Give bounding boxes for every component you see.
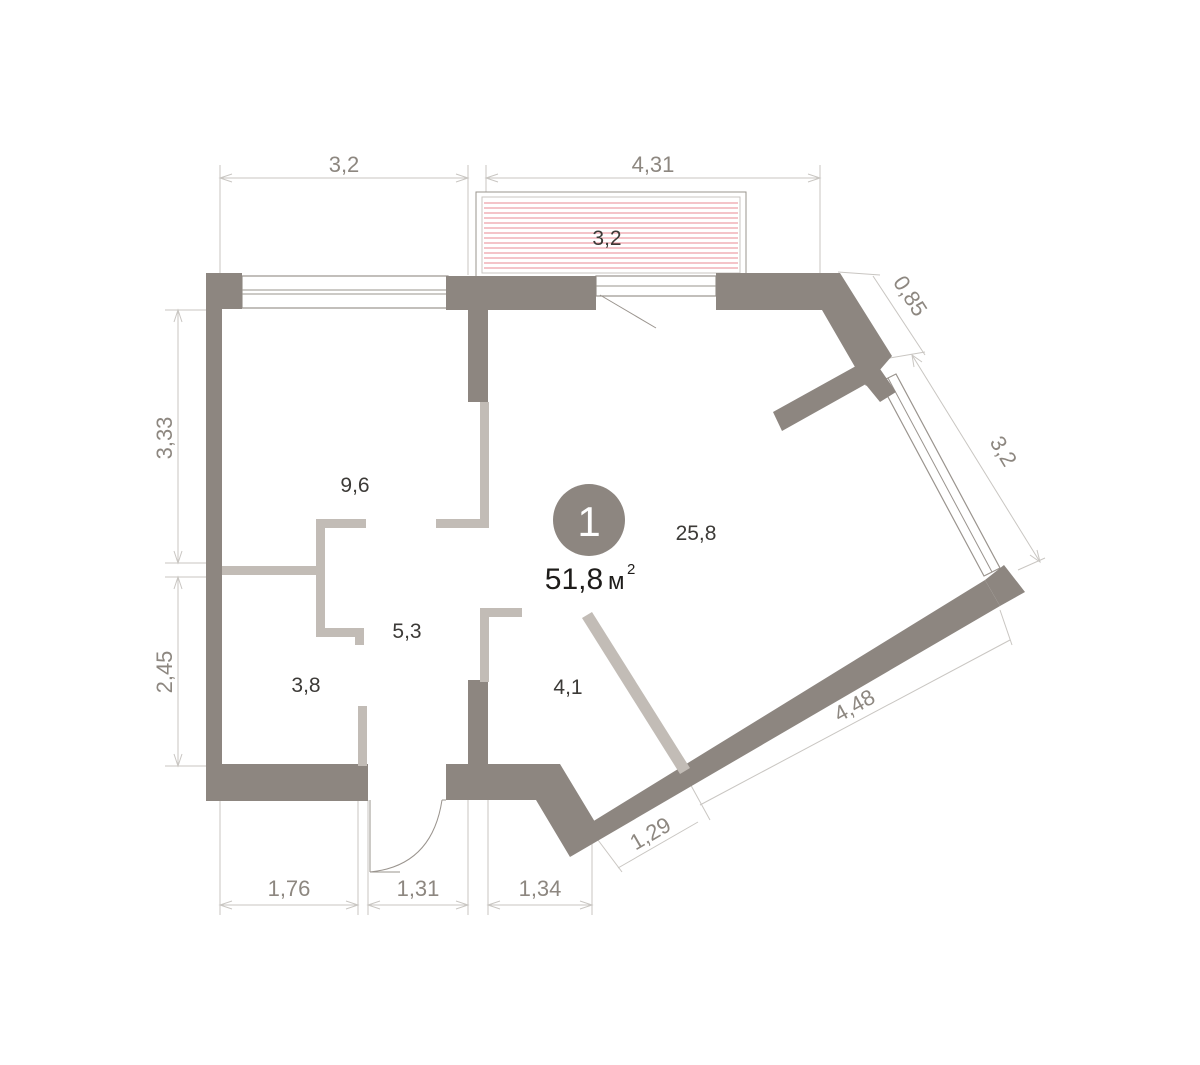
partitions [222, 402, 690, 774]
dim-top-right: 4,31 [632, 152, 675, 177]
room-area-a: 9,6 [340, 474, 369, 497]
room-area-b: 25,8 [676, 522, 717, 545]
total-area-value: 51,8 [545, 563, 603, 596]
dim-top-left: 3,2 [329, 152, 360, 177]
apartment-badge-circle [553, 484, 625, 556]
dim-left-bottom: 2,45 [152, 651, 177, 694]
dim-bottom-2: 1,31 [397, 876, 440, 901]
balcony [475, 191, 747, 279]
total-area-unit-power: 2 [627, 561, 635, 578]
room-area-e: 4,1 [553, 676, 582, 699]
dimension-lines [165, 165, 1046, 915]
dim-left-top: 3,33 [152, 417, 177, 460]
dim-diag-right: 3,2 [985, 432, 1022, 471]
dim-diag-top: 0,85 [888, 271, 932, 321]
total-area: 51,8 м 2 [545, 561, 636, 596]
entrance-door [369, 799, 446, 873]
exterior-walls [206, 273, 1025, 857]
total-area-unit: м [608, 568, 625, 595]
apartment-badge: 1 [553, 484, 625, 556]
dim-bottom-3: 1,34 [519, 876, 562, 901]
dim-bottom-1: 1,76 [268, 876, 311, 901]
room-area-balcony: 3,2 [592, 227, 621, 250]
room-area-d: 3,8 [291, 674, 320, 697]
apartment-number: 1 [577, 498, 600, 545]
balcony-hatch [484, 202, 738, 269]
room-area-c: 5,3 [392, 620, 421, 643]
